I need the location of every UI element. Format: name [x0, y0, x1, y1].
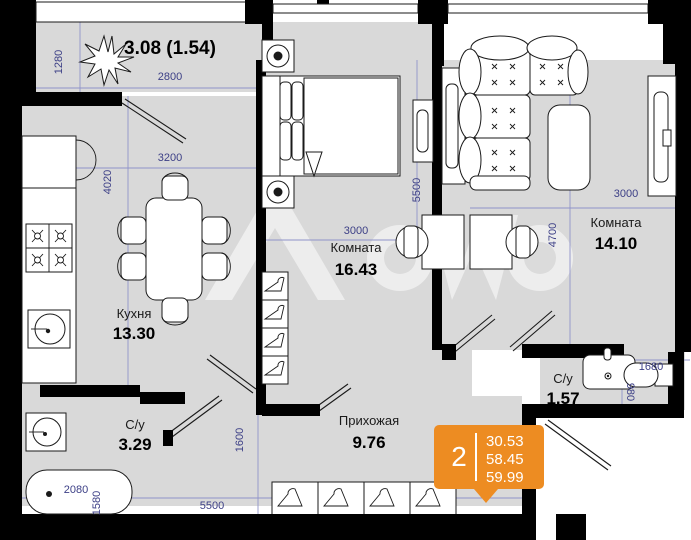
svg-text:4700: 4700: [547, 223, 559, 247]
svg-text:2080: 2080: [64, 484, 88, 496]
svg-text:1680: 1680: [639, 361, 663, 373]
svg-text:3000: 3000: [344, 225, 368, 237]
bed-icon: [261, 75, 401, 178]
dining-table-set: [117, 172, 231, 326]
svg-text:4020: 4020: [102, 170, 114, 194]
wall-bath-left-top: [40, 385, 140, 397]
door-balcony: [121, 98, 187, 144]
coffee-table: [547, 104, 591, 191]
kitchen-counter: [21, 187, 77, 384]
wall-balcony-bottom: [0, 92, 122, 106]
bathroom-left-area: [0, 385, 223, 540]
door-bedroom: [262, 383, 352, 416]
livingroom-name: Комната: [591, 215, 643, 230]
wall-kitchen-left: [0, 104, 22, 404]
svg-text:2800: 2800: [158, 71, 182, 83]
svg-text:3000: 3000: [614, 188, 638, 200]
wall-bath-right-bottom: [536, 404, 681, 418]
badge-rooms-count: 2: [451, 441, 467, 472]
svg-text:3200: 3200: [158, 152, 182, 164]
window-living: [447, 3, 649, 14]
bedroom-area: [256, 39, 465, 415]
hall-closet-hangers: [271, 481, 457, 517]
hall-area-value: 9.76: [352, 433, 385, 452]
bathtub-icon: [25, 469, 133, 515]
kitchen-area: [0, 104, 231, 404]
desk-bedroom: [421, 214, 465, 270]
balcony-area: [0, 0, 267, 106]
stove-burners: [31, 229, 67, 267]
entry-door: [544, 419, 612, 471]
window-bedroom: [272, 3, 419, 14]
kitchen-area-value: 13.30: [113, 324, 156, 343]
livingroom-area: [441, 22, 691, 352]
badge-area-2: 58.45: [486, 451, 524, 468]
wall-living-right: [675, 22, 691, 352]
sofa-icon: [458, 35, 589, 191]
livingroom-area-value: 14.10: [595, 234, 638, 253]
bedroom-area-value: 16.43: [335, 260, 378, 279]
wall-bedroom-left: [256, 60, 266, 415]
svg-text:980: 980: [624, 383, 636, 401]
bedroom-name: Комната: [331, 240, 383, 255]
kitchen-fridge: [21, 135, 77, 189]
bathroom-left-area-value: 3.29: [118, 435, 151, 454]
svg-text:1280: 1280: [53, 50, 65, 74]
closet-hangers-bedroom: [261, 271, 289, 385]
apartment-badge[interactable]: 2 30.53 58.45 59.99: [434, 425, 544, 503]
kitchen-name: Кухня: [117, 306, 152, 321]
plant-icon: [78, 34, 135, 87]
badge-area-1: 30.53: [486, 433, 524, 450]
bathroom-right-area-value: 1.57: [546, 389, 579, 408]
bathroom-right-area: [509, 310, 684, 418]
dimension-labels: 1280 2800 3200 4020 3000 5500 3000 4700 …: [53, 50, 663, 515]
door-living: [442, 314, 496, 360]
hall-name: Прихожая: [339, 413, 399, 428]
toilet-icon: [623, 362, 674, 388]
door-kitchen: [206, 354, 257, 394]
wall-bottom-left: [0, 514, 200, 540]
svg-text:1580: 1580: [91, 491, 103, 515]
balcony-area-text: 3.08 (1.54): [124, 38, 216, 59]
balcony-railing: [35, 1, 267, 23]
top-walls: [245, 0, 691, 66]
svg-text:1600: 1600: [234, 428, 246, 452]
svg-text:5500: 5500: [411, 178, 423, 202]
wall-balcony-left: [0, 0, 36, 104]
svg-text:5500: 5500: [200, 500, 224, 512]
wall-entry-stub: [556, 514, 586, 540]
badge-area-3: 59.99: [486, 469, 524, 486]
wall-bedroom-right: [432, 60, 442, 350]
bathroom-left-name: С/у: [125, 417, 145, 432]
bathroom-right-name: С/у: [553, 371, 573, 386]
walls-hall: [190, 404, 536, 540]
